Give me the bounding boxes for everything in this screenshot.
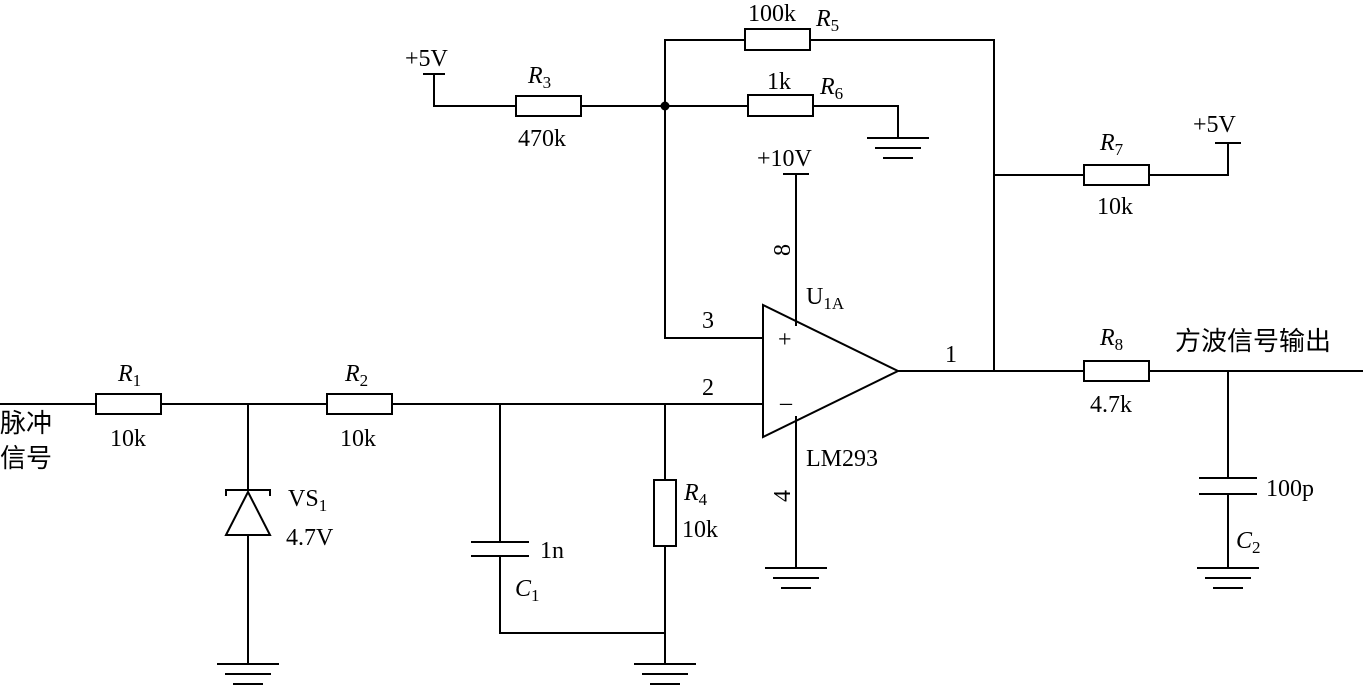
label-r6-value: 1k — [767, 69, 791, 95]
resistor-r6 — [747, 94, 814, 117]
label-r8-value: 4.7k — [1090, 392, 1132, 418]
label-c1-ref: C1 — [515, 576, 540, 605]
label-r4-ref: R4 — [683, 480, 708, 509]
label-c2-ref: C2 — [1236, 528, 1261, 557]
label-r5-ref: R5 — [815, 6, 839, 35]
label-r4-value: 10k — [682, 517, 718, 543]
label-r8-ref: R8 — [1099, 325, 1123, 354]
label-r7-value: 10k — [1097, 194, 1133, 220]
resistor-r7 — [1083, 164, 1150, 186]
pin-label-vcc: 8 — [770, 244, 796, 256]
ground-symbol-opamp — [765, 567, 827, 589]
ground-symbol-c2 — [1197, 567, 1259, 589]
capacitor-c1 — [471, 541, 529, 557]
rail-label-opamp: +10V — [757, 146, 813, 172]
resistor-r5 — [744, 28, 811, 51]
ground-symbol-r4 — [634, 663, 696, 685]
capacitor-c2 — [1199, 477, 1257, 495]
label-r7-ref: R7 — [1099, 130, 1124, 159]
label-vs1-value: 4.7V — [286, 525, 334, 551]
pin-label-minus: 2 — [702, 375, 714, 401]
ground-symbol-zener — [217, 663, 279, 685]
label-r3-ref: R3 — [527, 63, 551, 92]
rail-label-r3: +5V — [405, 46, 449, 72]
opamp-part-label: LM293 — [806, 446, 878, 472]
label-c2-value: 100p — [1266, 476, 1314, 502]
label-r1-value: 10k — [110, 426, 146, 452]
pin-label-plus: 3 — [702, 308, 714, 334]
label-r5-value: 100k — [748, 1, 796, 27]
label-r2-value: 10k — [340, 426, 376, 452]
resistor-r8 — [1083, 360, 1150, 382]
pin-label-gnd: 4 — [770, 490, 796, 502]
resistor-r3 — [515, 95, 582, 117]
label-c1-value: 1n — [540, 538, 564, 564]
opamp-minus-sign: – — [779, 390, 793, 416]
ground-symbol-r6 — [867, 137, 929, 159]
wires — [0, 39, 1363, 665]
label-vs1-ref: VS1 — [288, 486, 327, 515]
input-label-line1: 脉冲 — [0, 409, 52, 439]
label-r1-ref: R1 — [117, 361, 141, 390]
resistor-r1 — [95, 393, 162, 415]
label-r2-ref: R2 — [344, 361, 368, 390]
resistor-r2 — [326, 393, 393, 415]
input-label-line2: 信号 — [0, 444, 52, 474]
label-r6-ref: R6 — [819, 74, 843, 103]
label-r3-value: 470k — [518, 126, 566, 152]
resistor-r4 — [653, 479, 677, 547]
output-label: 方波信号输出 — [1175, 327, 1331, 357]
opamp-plus-sign: + — [778, 327, 792, 353]
rail-label-r7: +5V — [1193, 112, 1237, 138]
zener-diode-vs1 — [224, 489, 272, 536]
opamp-ref-label: U1A — [806, 284, 845, 313]
opamp-triangle — [762, 303, 901, 439]
junction-dot — [660, 101, 670, 111]
pin-label-output: 1 — [945, 342, 957, 368]
